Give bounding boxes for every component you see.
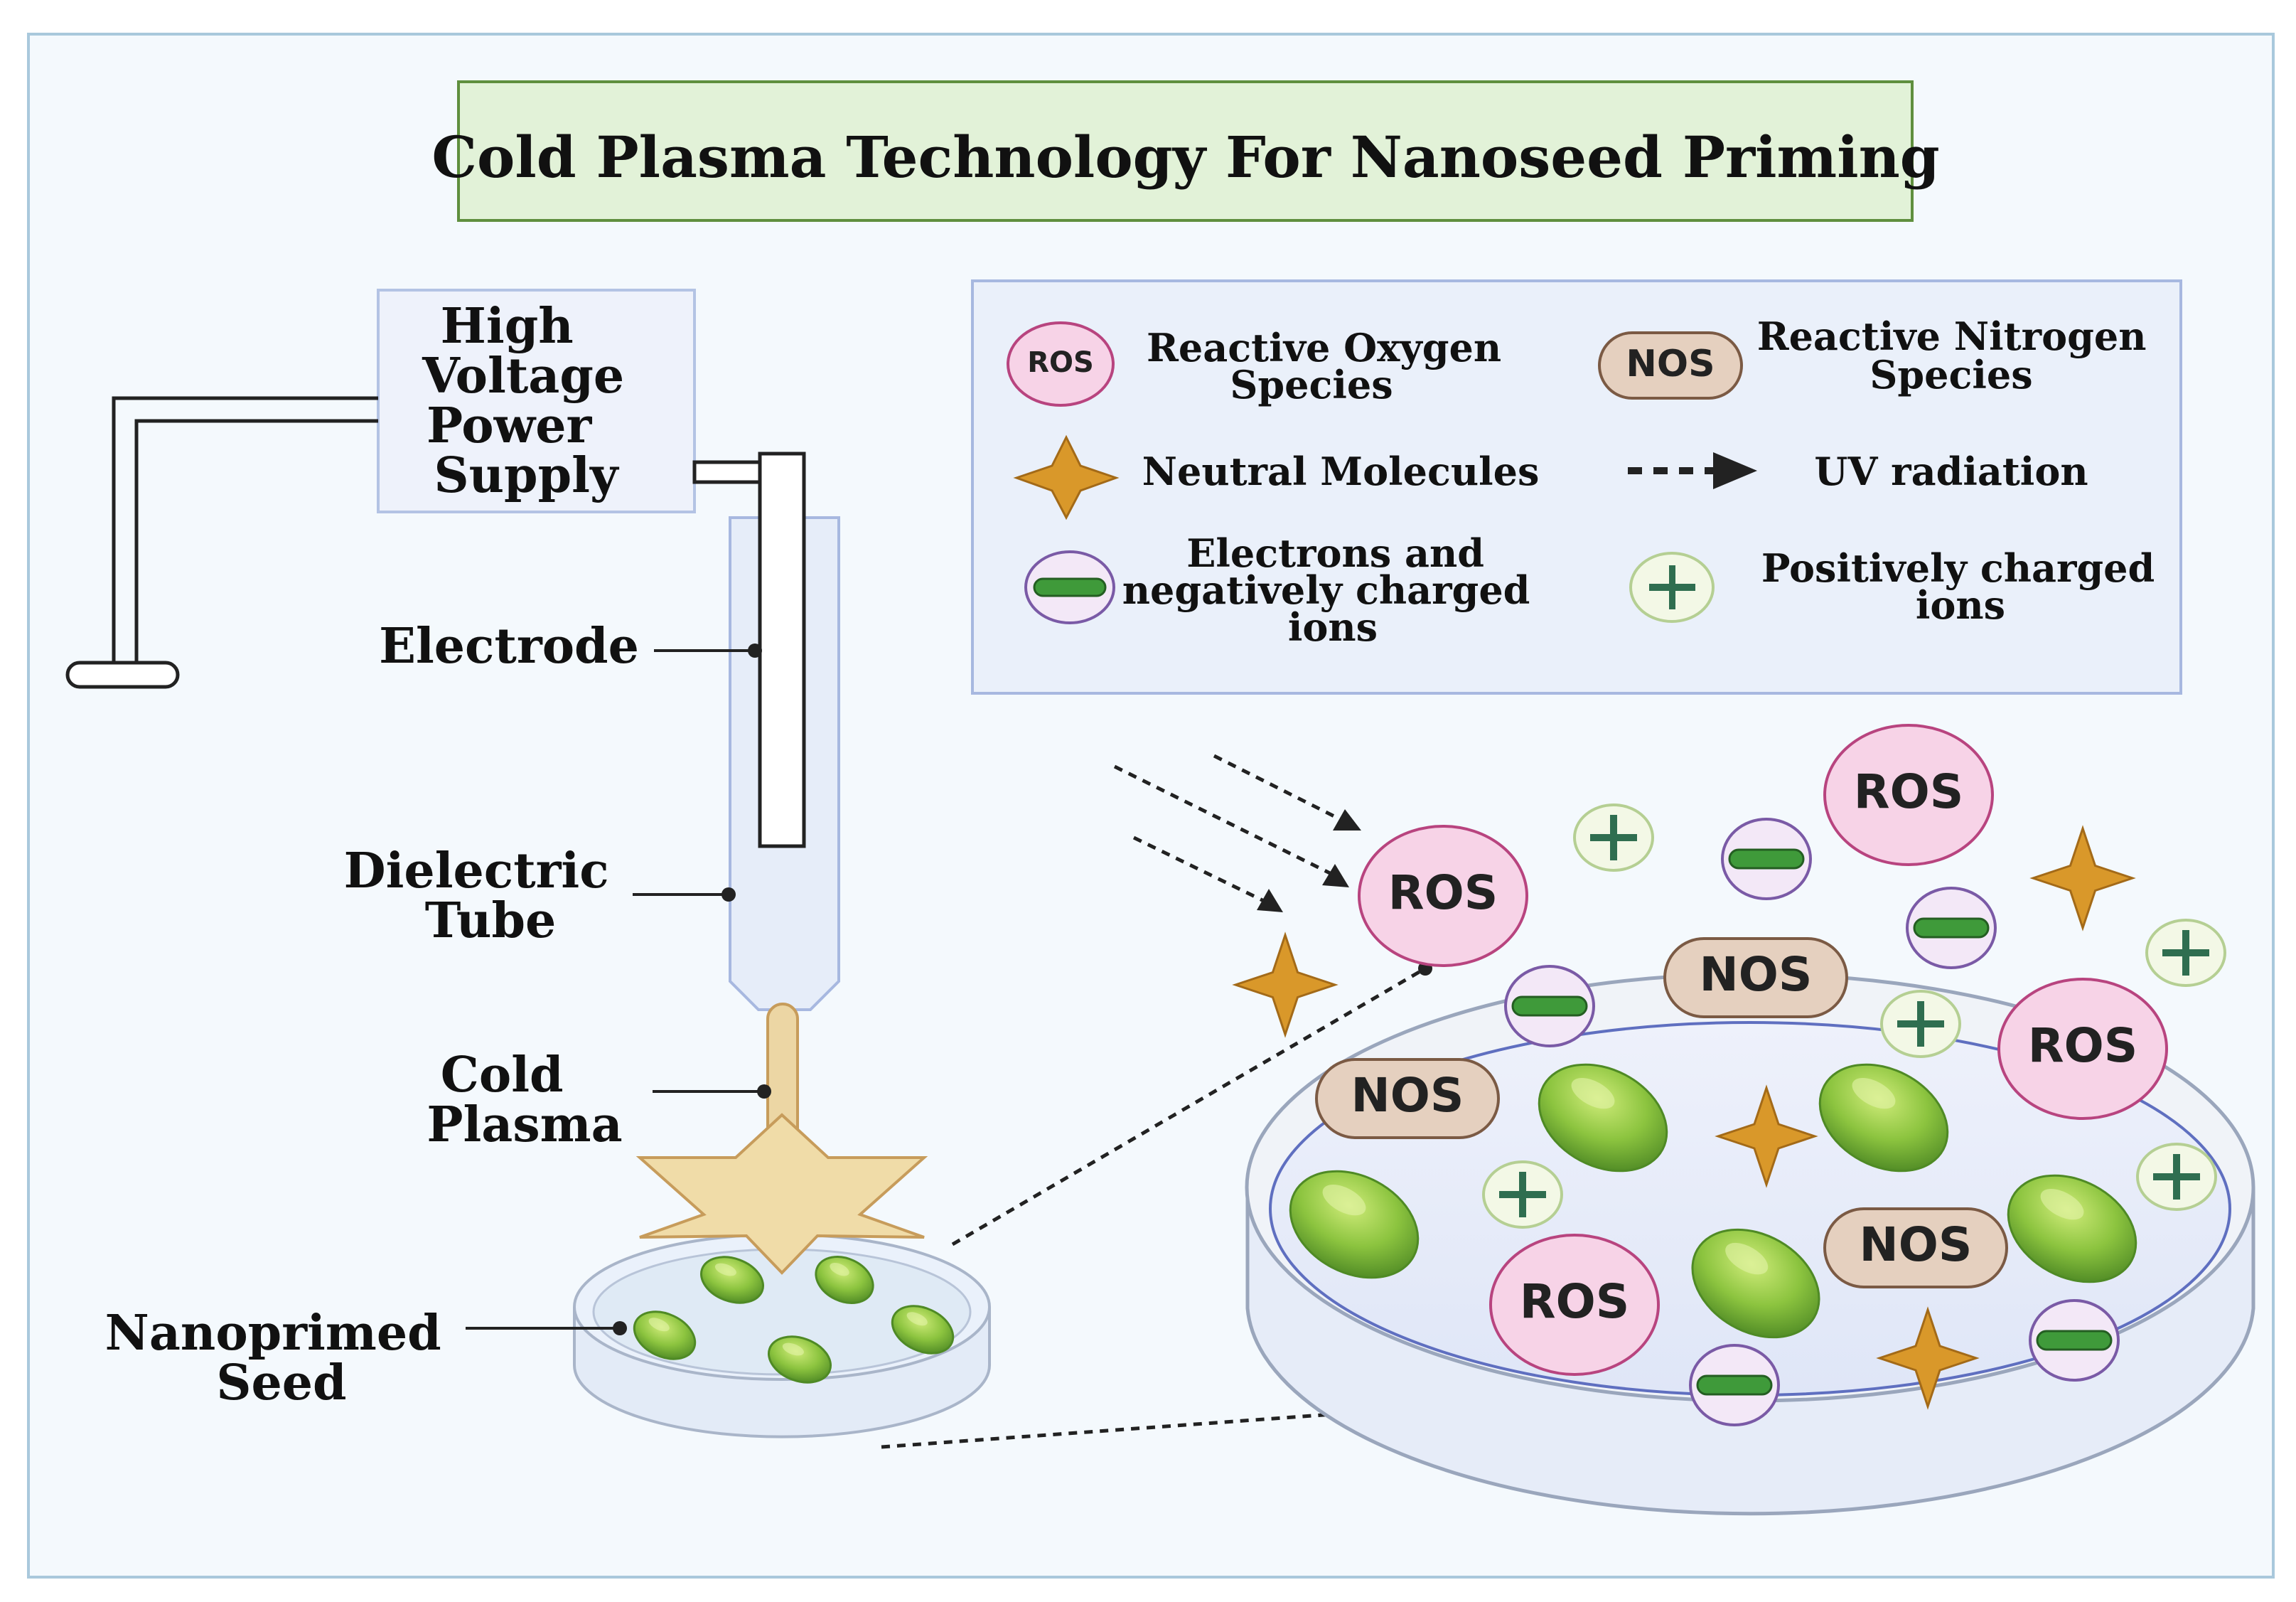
nos-icon: [1598, 331, 1743, 400]
neutral-molecule-icon: [2029, 825, 2136, 931]
ros-text: ROS: [1854, 764, 1963, 819]
electron-icon: [1689, 1344, 1780, 1426]
legend-nos-line-1: Reactive Nitrogen: [1757, 314, 2147, 359]
electron-icon: [1906, 887, 1997, 969]
legend-ros-line-1: Reactive Oxygen: [1147, 325, 1501, 370]
nos-icon: NOS: [1663, 937, 1848, 1018]
positive-ion-icon: [2136, 1143, 2217, 1211]
legend-nos-line-2: Species: [1869, 352, 2032, 397]
positive-ion-icon: [1880, 990, 1961, 1058]
seed-icon: [1818, 1063, 1949, 1173]
neutral-molecule-icon: [1013, 434, 1120, 520]
ros-icon: [1007, 321, 1115, 407]
neutral-molecule-icon: [1715, 1084, 1818, 1188]
cold-plasma-star: [635, 1113, 928, 1275]
seed-leader-dot: [613, 1321, 627, 1335]
legend-nos-badge: NOS: [1626, 343, 1715, 385]
ground-wire: [112, 396, 378, 665]
small-seeds: [633, 1256, 955, 1384]
legend-electron-line-3: ions: [1288, 604, 1378, 650]
cold-plasma-leader-dot: [757, 1084, 771, 1099]
legend-neutral-line-1: Neutral Molecules: [1142, 449, 1540, 494]
cold-plasma-label: Cold Plasma: [427, 1047, 622, 1153]
ros-icon: ROS: [1823, 724, 1994, 866]
electron-icon: [1721, 818, 1812, 900]
ground-plate: [65, 661, 180, 689]
electrode: [758, 452, 806, 848]
cold-plasma-label-line-1: Cold: [441, 1047, 564, 1104]
power-supply-box: [377, 289, 696, 513]
ros-icon: ROS: [1358, 825, 1528, 967]
neutral-molecule-icon: [1232, 931, 1339, 1038]
electron-icon: [1504, 965, 1595, 1047]
small-seed: [699, 1256, 765, 1304]
ros-text: ROS: [1520, 1274, 1629, 1329]
zoom-line-top: [951, 966, 1427, 1246]
seed-icon: [2007, 1174, 2137, 1283]
plasma-species: ROS ROS ROS ROS NOS NOS NOS: [1232, 724, 2226, 1426]
nos-text: NOS: [1700, 947, 1813, 1002]
electrode-label-line-1: Electrode: [379, 618, 639, 675]
ros-text: ROS: [1388, 865, 1498, 920]
legend-electron-label: Electrons and negatively charged ions: [1122, 530, 1544, 650]
nos-icon: NOS: [1823, 1207, 2008, 1288]
nos-text: NOS: [1860, 1217, 1973, 1272]
positive-ion-icon: [1482, 1160, 1563, 1229]
legend-uv-label: UV radiation: [1814, 449, 2088, 494]
positive-ion-icon: [2145, 919, 2226, 987]
legend-ros-line-2: Species: [1230, 362, 1393, 407]
electron-icon: [2029, 1299, 2120, 1382]
positive-ion-icon: [1573, 803, 1654, 872]
legend-positive-line-2: ions: [1916, 582, 2005, 628]
power-connector: [692, 460, 762, 484]
page-title: Cold Plasma Technology For Nanoseed Prim…: [431, 124, 1939, 191]
ros-icon: ROS: [1997, 978, 2168, 1120]
neutral-molecule-icon: [1876, 1306, 1980, 1410]
legend-ros-label: Reactive Oxygen Species: [1147, 325, 1515, 407]
legend-box: [971, 279, 2182, 695]
power-supply-line-2: Voltage: [422, 348, 624, 405]
nos-icon: NOS: [1315, 1058, 1500, 1139]
power-supply-line-1: High: [441, 298, 574, 355]
dielectric-label: Dielectric Tube: [344, 843, 626, 949]
seed-icon: [1538, 1063, 1668, 1173]
dielectric-label-line-2: Tube: [425, 892, 557, 949]
seed-label-line-2: Seed: [216, 1355, 346, 1411]
legend-positive-line-1: Positively charged: [1761, 545, 2155, 591]
legend-nos-label: Reactive Nitrogen Species: [1757, 314, 2160, 397]
legend-neutral-label: Neutral Molecules: [1142, 449, 1540, 494]
small-seed: [891, 1305, 955, 1355]
electron-icon: [1024, 550, 1115, 624]
seed-label: Nanoprimed Seed: [105, 1305, 458, 1411]
seed-icon: [1289, 1170, 1420, 1279]
ros-text: ROS: [2028, 1018, 2137, 1073]
electrode-leader-dot: [748, 644, 762, 658]
uv-arrows: [1113, 754, 1341, 904]
legend-electron-line-2: negatively charged: [1122, 567, 1530, 613]
small-seed: [633, 1310, 697, 1360]
seed-label-line-1: Nanoprimed: [105, 1305, 441, 1362]
legend-electron-line-1: Electrons and: [1186, 530, 1484, 576]
legend-positive-label: Positively charged ions: [1761, 545, 2168, 628]
uv-arrow-icon: [1628, 452, 1757, 489]
title-box: [457, 80, 1914, 222]
power-supply-line-3: Power: [427, 397, 592, 454]
dielectric-label-line-1: Dielectric: [344, 843, 609, 899]
small-seed: [767, 1335, 832, 1384]
legend-uv-line-1: UV radiation: [1814, 449, 2088, 494]
legend-ros-badge: ROS: [1027, 346, 1094, 379]
dielectric-leader-dot: [721, 887, 736, 902]
nos-text: NOS: [1351, 1068, 1464, 1123]
seed-icon: [1691, 1228, 1820, 1339]
power-supply-label: High Voltage Power Supply: [422, 298, 641, 504]
ros-icon: ROS: [1489, 1234, 1660, 1376]
power-supply-line-4: Supply: [434, 447, 620, 504]
positive-ion-icon: [1629, 552, 1715, 623]
small-seed: [815, 1256, 874, 1304]
uv-arrow-heads: [1257, 809, 1361, 912]
cold-plasma-label-line-2: Plasma: [427, 1096, 622, 1153]
electrode-label: Electrode: [379, 618, 639, 675]
